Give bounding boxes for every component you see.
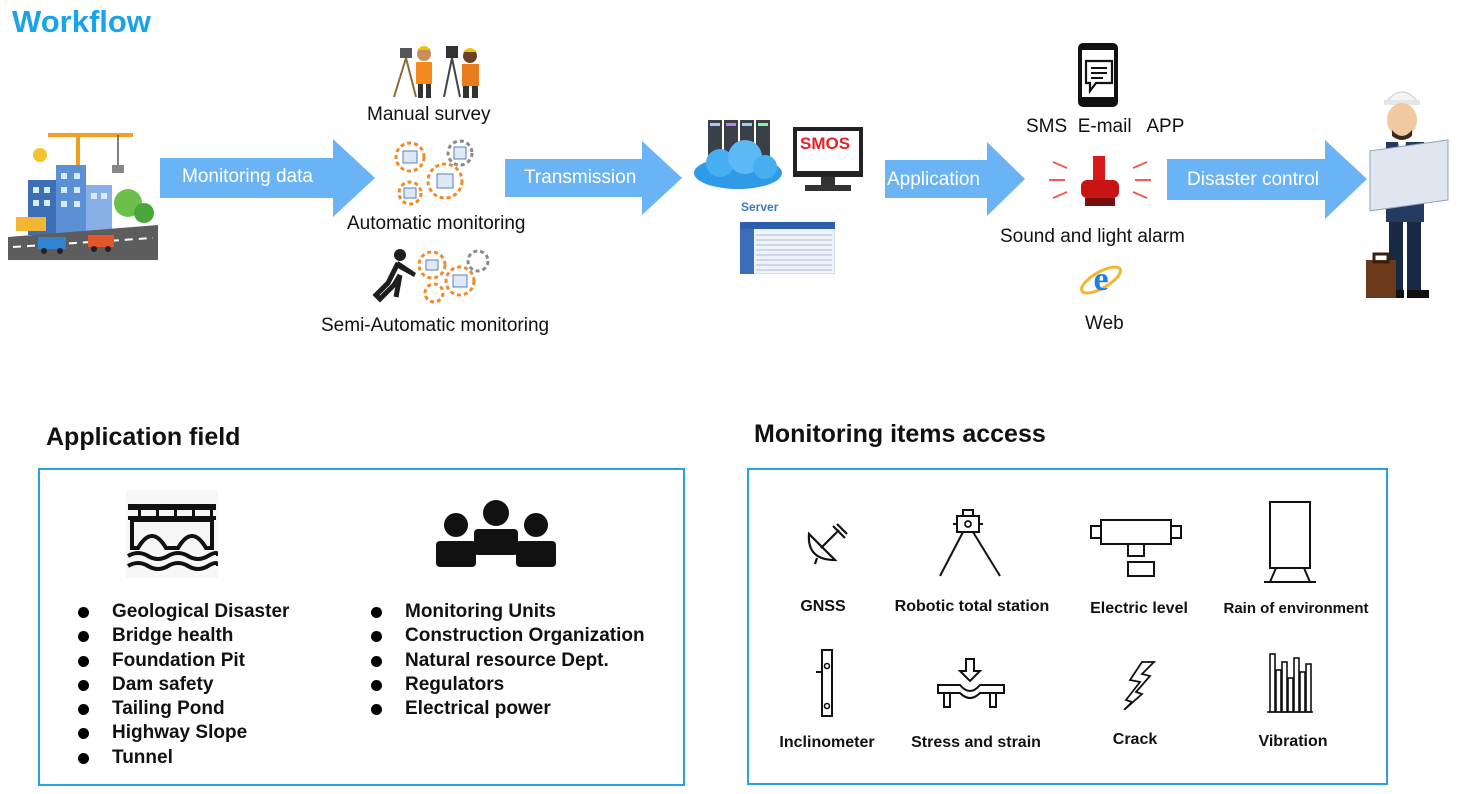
- list-item: Construction Organization: [371, 624, 645, 648]
- total-station-icon: [935, 508, 1005, 580]
- gnss-antenna-icon: [803, 520, 851, 566]
- application-field-list-right: Monitoring Units Construction Organizati…: [371, 600, 645, 721]
- manual-survey-label: Manual survey: [367, 104, 491, 125]
- list-item: Electrical power: [371, 697, 645, 721]
- disaster-control-label: Disaster control: [1187, 169, 1319, 190]
- item-robotic-total-station-label: Robotic total station: [894, 598, 1050, 615]
- alarm-light-icon: [1045, 152, 1155, 212]
- rain-gauge-icon: [1262, 500, 1318, 584]
- list-item: Bridge health: [78, 624, 289, 648]
- server-label: Server: [741, 200, 779, 214]
- list-item: Tailing Pond: [78, 697, 289, 721]
- list-item: Tunnel: [78, 746, 289, 770]
- list-item: Dam safety: [78, 673, 289, 697]
- list-item: Natural resource Dept.: [371, 649, 645, 673]
- item-vibration-label: Vibration: [1258, 733, 1328, 750]
- application-arrow: [885, 142, 1025, 216]
- web-label: Web: [1085, 313, 1124, 334]
- vibration-icon: [1265, 650, 1315, 716]
- construction-site-icon: [8, 125, 158, 260]
- smos-logo-text: SMOS: [800, 134, 851, 153]
- sms-email-app-label: SMS E-mail APP: [1026, 116, 1185, 137]
- application-label: Application: [887, 169, 980, 190]
- application-field-list-left: Geological Disaster Bridge health Founda…: [78, 600, 289, 770]
- transmission-label: Transmission: [524, 167, 637, 188]
- organizations-group-icon: [434, 497, 558, 569]
- list-item: Geological Disaster: [78, 600, 289, 624]
- list-item: Highway Slope: [78, 721, 289, 745]
- dashboard-screenshot-icon: [740, 222, 835, 274]
- disaster-control-arrow: [1167, 140, 1367, 219]
- semi-automatic-monitoring-label: Semi-Automatic monitoring: [321, 315, 550, 336]
- application-field-title: Application field: [46, 423, 241, 451]
- smos-monitor-icon: [791, 127, 867, 195]
- item-rain-of-environment-label: Rain of environment: [1223, 600, 1369, 617]
- monitoring-items-title: Monitoring items access: [754, 420, 1046, 448]
- item-gnss-label: GNSS: [800, 598, 846, 615]
- semi-automatic-monitoring-icon: [370, 245, 495, 305]
- list-item: Regulators: [371, 673, 645, 697]
- sound-light-alarm-label: Sound and light alarm: [1000, 226, 1185, 247]
- item-inclinometer-label: Inclinometer: [779, 734, 875, 751]
- transmission-arrow: [505, 141, 682, 215]
- crack-icon: [1120, 660, 1160, 710]
- phone-message-icon: [1074, 43, 1124, 107]
- electric-level-icon: [1090, 518, 1184, 578]
- item-crack-label: Crack: [1112, 731, 1158, 748]
- monitoring-data-label: Monitoring data: [182, 166, 313, 187]
- item-electric-level-label: Electric level: [1090, 600, 1188, 617]
- server-cloud-icon: [690, 115, 785, 200]
- workflow-title: Workflow: [12, 4, 151, 39]
- inclinometer-icon: [814, 648, 840, 718]
- application-field-box: [38, 468, 685, 786]
- monitoring-data-arrow: [160, 139, 375, 217]
- engineer-with-plan-icon: [1362, 80, 1454, 302]
- surveyor-icon: [386, 42, 491, 98]
- list-item: Foundation Pit: [78, 649, 289, 673]
- automatic-monitoring-label: Automatic monitoring: [347, 213, 526, 234]
- list-item: Monitoring Units: [371, 600, 645, 624]
- stress-strain-icon: [936, 657, 1006, 709]
- svg-text:e: e: [1093, 261, 1108, 298]
- bridge-icon: [126, 490, 218, 578]
- web-browser-icon: e: [1078, 257, 1124, 303]
- automatic-monitoring-gears-icon: [390, 137, 480, 209]
- item-stress-and-strain-label: Stress and strain: [911, 734, 1041, 751]
- monitoring-items-box: [747, 468, 1388, 785]
